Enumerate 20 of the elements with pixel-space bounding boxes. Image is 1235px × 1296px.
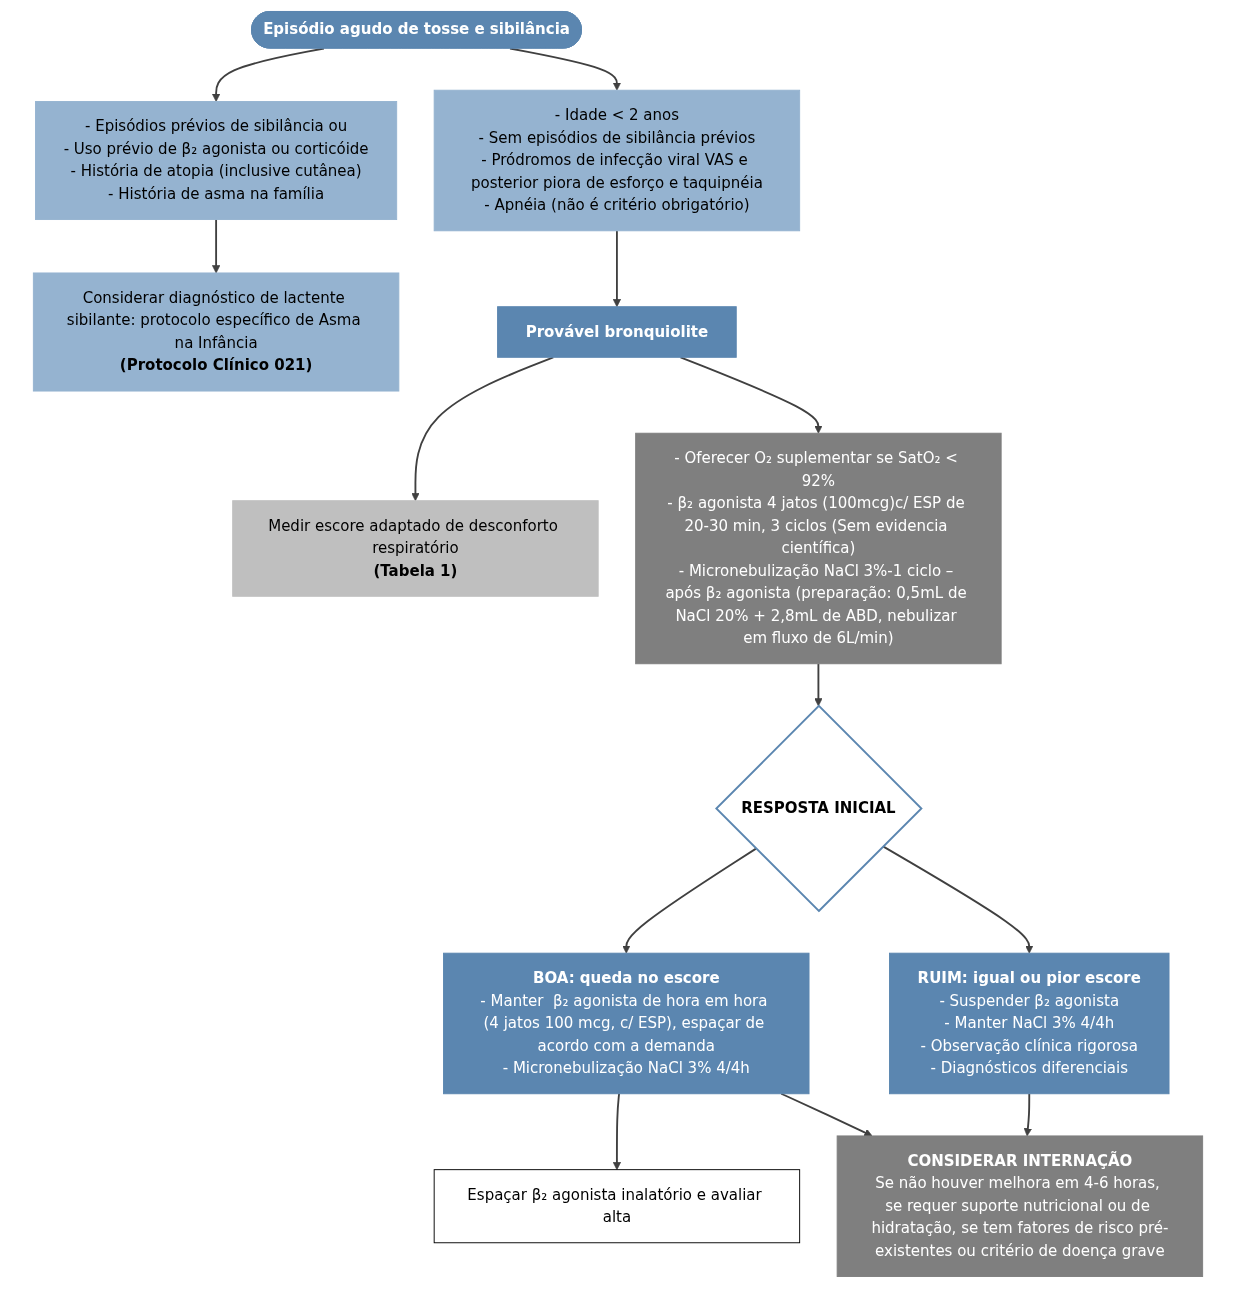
node-box: Espaçar β₂ agonista inalatório e avaliar alta [433, 1169, 800, 1244]
node-box: - Episódios prévios de sibilância ou - Uso prévio de β₂ agonista ou corticóide - História de atopia (inclusive cutânea) - História de asma na família [34, 101, 397, 220]
node-diamond: RESPOSTA INICIAL [714, 704, 923, 913]
arrow [621, 847, 757, 954]
arrow [410, 356, 554, 502]
arrow [779, 1092, 872, 1137]
node-box: Provável bronquiolite [496, 306, 737, 358]
node-box: - Idade < 2 anos - Sem episódios de sibilância prévios - Pródromos de infecção viral VAS e posterior piora de esforço e taquipnéia - Apnéia (não é critério obrigatório) [433, 89, 800, 232]
arrow [612, 1092, 621, 1171]
arrow [612, 229, 621, 308]
node-box: - Oferecer O₂ suplementar se SatO₂ < 92% - β₂ agonista 4 jatos (100mcg)c/ ESP de 20-30 min, 3 ciclos (Sem evidencia científica) - Micronebulização NaCl 3%-1 ciclo – após β₂ agonista (preparação: 0,5mL de NaCl 20% + 2,8mL de ABD, nebulizar em fluxo de 6L/min) [634, 432, 1002, 665]
arrow [211, 218, 220, 274]
node-box: BOA: queda no escore - Manter β₂ agonista de hora em hora (4 jatos 100 mcg, c/ ESP), espaçar de acordo com a demanda - Micronebulização NaCl 3% 4/4h [442, 952, 809, 1095]
node-box: Considerar diagnóstico de lactente sibilante: protocolo específico de Asma na Infância (Protocolo Clínico 021) [32, 272, 399, 392]
node-box: CONSIDERAR INTERNAÇÃO Se não houver melhora em 4-6 horas, se requer suporte nutricional ou de hidratação, se tem fatores de risco pré-existentes ou critério de doença grave [836, 1135, 1203, 1277]
node-box: Medir escore adaptado de desconforto respiratório (Tabela 1) [231, 500, 599, 597]
arrow [813, 662, 823, 707]
node-box: RUIM: igual ou pior escore - Suspender β₂ agonista - Manter NaCl 3% 4/4h - Observação clínica rigorosa - Diagnósticos diferenciais [888, 952, 1169, 1095]
arrow [679, 356, 823, 434]
arrow [1023, 1092, 1032, 1137]
